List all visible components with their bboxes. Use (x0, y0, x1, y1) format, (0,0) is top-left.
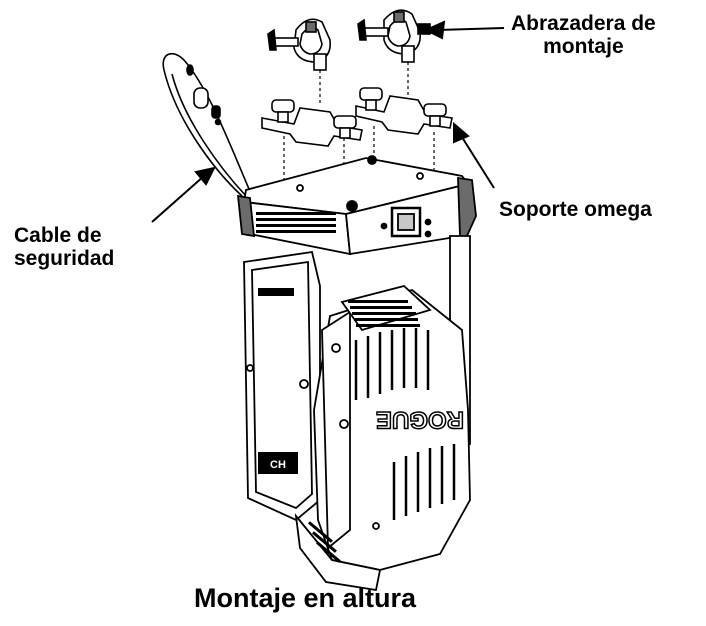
mounting-clamp-right (357, 9, 431, 63)
label-safety-cable: Cable de seguridad (14, 224, 115, 270)
fixture-yoke: CH (243, 235, 471, 522)
label-mounting-clamp-line-2: montaje (543, 34, 624, 58)
arrow-safety-cable (151, 166, 216, 223)
label-safety-cable-line-2: seguridad (14, 246, 115, 270)
yoke-logo-mark: CH (270, 459, 286, 471)
label-safety-cable-line-1: Cable de (14, 224, 102, 247)
fixture-base (236, 155, 477, 256)
omega-bracket-right (355, 87, 453, 135)
fixture-head: ROGUE (294, 285, 471, 592)
safety-cable (162, 52, 253, 197)
arrow-mounting-clamp (423, 20, 505, 40)
label-mounting-clamp: Abrazadera de montaje (511, 12, 656, 58)
label-mounting-clamp-line-1: Abrazadera de (511, 12, 656, 35)
mounting-clamp-left (267, 18, 332, 71)
diagram-caption: Montaje en altura (194, 583, 417, 613)
omega-bracket-left (261, 99, 363, 147)
fixture-brand-mark: ROGUE (376, 406, 464, 433)
arrow-omega-bracket (453, 121, 495, 189)
label-omega-bracket: Soporte omega (499, 198, 652, 221)
